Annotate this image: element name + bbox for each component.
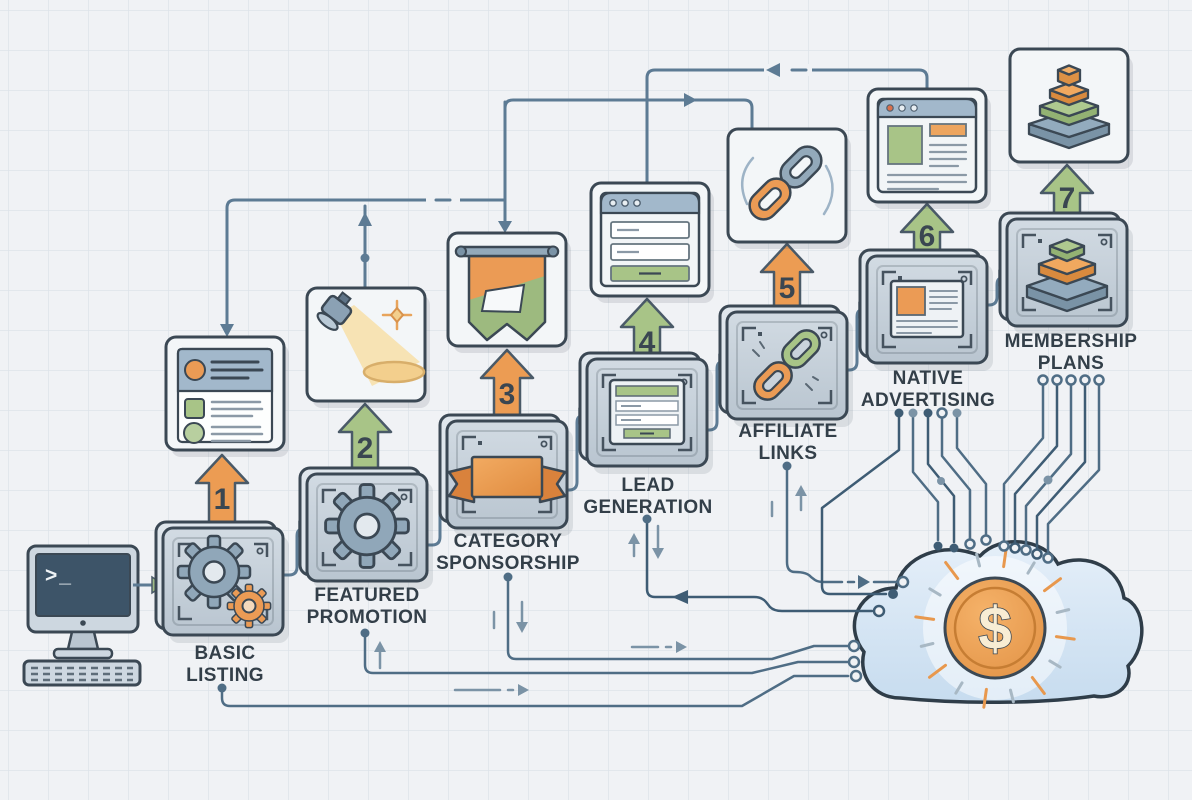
top-connector-lines [220,63,929,337]
spotlight-icon [316,291,426,386]
connector-bus-row1 [503,98,754,130]
flag-emblem [480,283,526,314]
arrowhead-left [672,590,688,604]
pennant-banner-icon [454,245,560,342]
dollar-coin-icon: $ [943,576,1047,680]
step-number: 4 [639,326,656,359]
tier-pyramid-stack-icon [1027,64,1111,150]
step-label-line1: FEATURED [314,585,419,606]
terminal-prompt: >_ [45,564,73,587]
step-lead-generation: 4 LEAD GENERATION [578,181,716,518]
step-native-advertising: 6 NATIVE ADV [858,87,995,411]
step-number: 5 [779,272,796,305]
circuit-trace-lines [217,374,1105,708]
coin-dollar-symbol: $ [978,595,1011,662]
monitor-stand [66,630,100,651]
signup-form-window-icon [599,191,701,288]
gears-icon [176,534,272,629]
monitor-base [52,647,114,660]
ribbon-banner-icon [447,455,567,504]
step-label-line1: MEMBERSHIP [1005,331,1138,352]
trace-membership-5 [1046,383,1101,554]
step-number: 2 [357,432,374,465]
step-number: 6 [919,220,936,253]
trace-membership-2 [1013,383,1059,544]
trace-leadgen [645,521,874,613]
step-category-sponsorship: 3 CATEGORY SPONSORSHIP [436,231,580,574]
article-ad-icon [889,279,965,339]
trace-membership-4 [1035,383,1087,550]
step-label-line1: BASIC [194,643,255,664]
broken-chain-icon [752,329,821,401]
step-label-line2: GENERATION [583,497,712,518]
monitor-camera-dot [80,620,86,626]
tier-pyramid-icon [1025,238,1109,313]
chain-link-icon [740,145,834,221]
decorative-flow-arrows [374,485,807,696]
step-arrow-2: 2 [337,402,393,482]
trace-basic-listing [220,674,850,708]
gear-icon [324,483,410,569]
connector-bus-row2 [225,198,507,330]
form-icon [608,378,686,446]
arrowhead-down [220,324,234,337]
arrowhead-right [858,575,870,589]
step-label-line2: PLANS [1038,353,1104,374]
trace-featured-promo [363,635,850,675]
trace-native-5 [955,415,988,536]
step-basic-listing: 1 BASIC LISTING [154,335,291,686]
arrowhead-down [498,221,512,233]
step-featured-promotion: 2 FEATURED PROMOTION [298,286,435,628]
step-label-line2: ADVERTISING [861,390,995,411]
step-arrow-5: 5 [759,242,815,320]
step-label-line2: LISTING [186,665,264,686]
step-label-line1: LEAD [621,475,674,496]
ad-webpage-icon [876,97,978,194]
trace-native-1 [820,415,901,596]
keyboard [22,659,142,687]
coin-rays [914,547,1076,709]
trace-membership-1 [1002,383,1045,542]
arrowhead-up [358,212,372,226]
arrowhead-right [684,93,697,107]
step-number: 3 [499,378,516,411]
trace-affiliate [785,468,844,584]
step-membership-plans: 7 MEMBERSHIP PLANS [998,47,1138,374]
step-label-line1: CATEGORY [454,531,563,552]
step-label-line1: NATIVE [893,368,964,389]
arrowhead-left [766,63,780,77]
step-label-line2: PROMOTION [307,607,428,628]
trace-native-4 [940,415,972,540]
trace-native-2 [911,415,940,542]
step-number: 1 [214,483,231,516]
sparkle-icon [381,299,413,331]
connector-node-dot [360,253,370,263]
step-label-line1: AFFILIATE [738,421,837,442]
step-label-line2: LINKS [759,443,818,464]
step-number: 7 [1059,182,1076,215]
step-affiliate-links: 5 [718,127,855,464]
revenue-cloud: $ [852,539,1144,709]
step-label-line2: SPONSORSHIP [436,553,580,574]
step-arrow-6: 6 [899,202,955,264]
trace-category [506,579,850,661]
terminal-computer: >_ [22,544,166,687]
terminal-screen [35,553,131,617]
step-arrow-3: 3 [479,348,535,429]
step-arrow-7: 7 [1039,163,1095,227]
listing-card-icon [176,347,274,444]
